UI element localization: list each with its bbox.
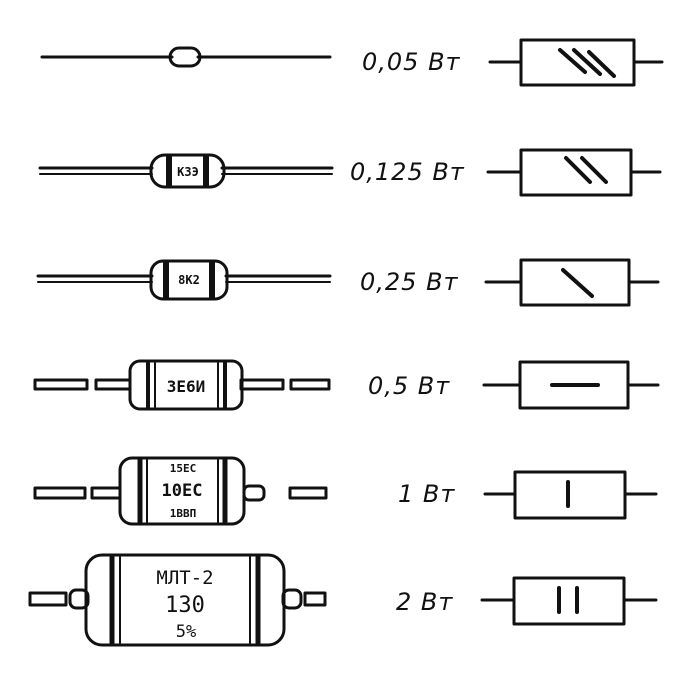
marking-1-bot: 1ВВП	[170, 507, 197, 520]
power-label-2: 2 Вт	[396, 588, 454, 616]
marking-2-top: МЛТ-2	[156, 567, 213, 589]
power-label-0125: 0,125 Вт	[350, 158, 465, 186]
resistor-body-005	[40, 46, 332, 68]
resistor-symbol-005	[488, 38, 664, 87]
resistor-body-2	[28, 553, 327, 647]
resistor-symbol-05	[482, 360, 660, 410]
resistor-body-1	[33, 456, 328, 526]
resistor-symbol-2	[480, 576, 658, 626]
power-label-025: 0,25 Вт	[360, 268, 459, 296]
marking-2-mid: 130	[165, 593, 205, 618]
power-label-1: 1 Вт	[398, 480, 456, 508]
power-label-05: 0,5 Вт	[368, 372, 451, 400]
resistor-symbol-0125	[486, 148, 662, 197]
marking-1-top: 15ЕС	[170, 462, 197, 475]
marking-2-bot: 5%	[176, 622, 196, 642]
marking-0125: К3Э	[177, 165, 199, 179]
power-label-005: 0,05 Вт	[362, 48, 461, 76]
resistor-body-0125	[38, 153, 334, 189]
marking-025: 8К2	[178, 273, 200, 287]
marking-1-mid: 10ЕС	[162, 481, 203, 501]
resistor-symbol-025	[484, 258, 660, 307]
marking-05: 3Е6И	[167, 377, 206, 396]
resistor-symbol-1	[483, 470, 658, 520]
resistor-body-05	[33, 359, 331, 411]
resistor-body-025	[36, 259, 332, 301]
